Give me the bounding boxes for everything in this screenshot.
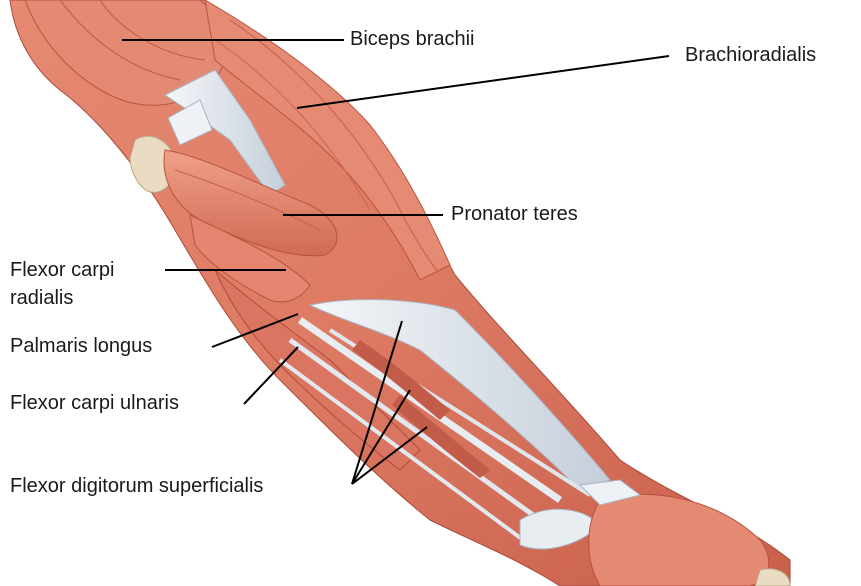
label-biceps-brachii: Biceps brachii bbox=[350, 27, 475, 52]
label-flexor-carpi-radialis-line2: radialis bbox=[10, 286, 73, 311]
leader-brachioradialis bbox=[297, 56, 669, 108]
label-flexor-carpi-radialis-line1: Flexor carpi bbox=[10, 258, 114, 283]
label-flexor-digitorum-superficialis: Flexor digitorum superficialis bbox=[10, 474, 263, 499]
label-pronator-teres: Pronator teres bbox=[451, 202, 578, 227]
label-brachioradialis: Brachioradialis bbox=[685, 43, 816, 68]
thenar-muscle bbox=[589, 494, 769, 586]
label-flexor-carpi-ulnaris: Flexor carpi ulnaris bbox=[10, 391, 179, 416]
label-palmaris-longus: Palmaris longus bbox=[10, 334, 152, 359]
